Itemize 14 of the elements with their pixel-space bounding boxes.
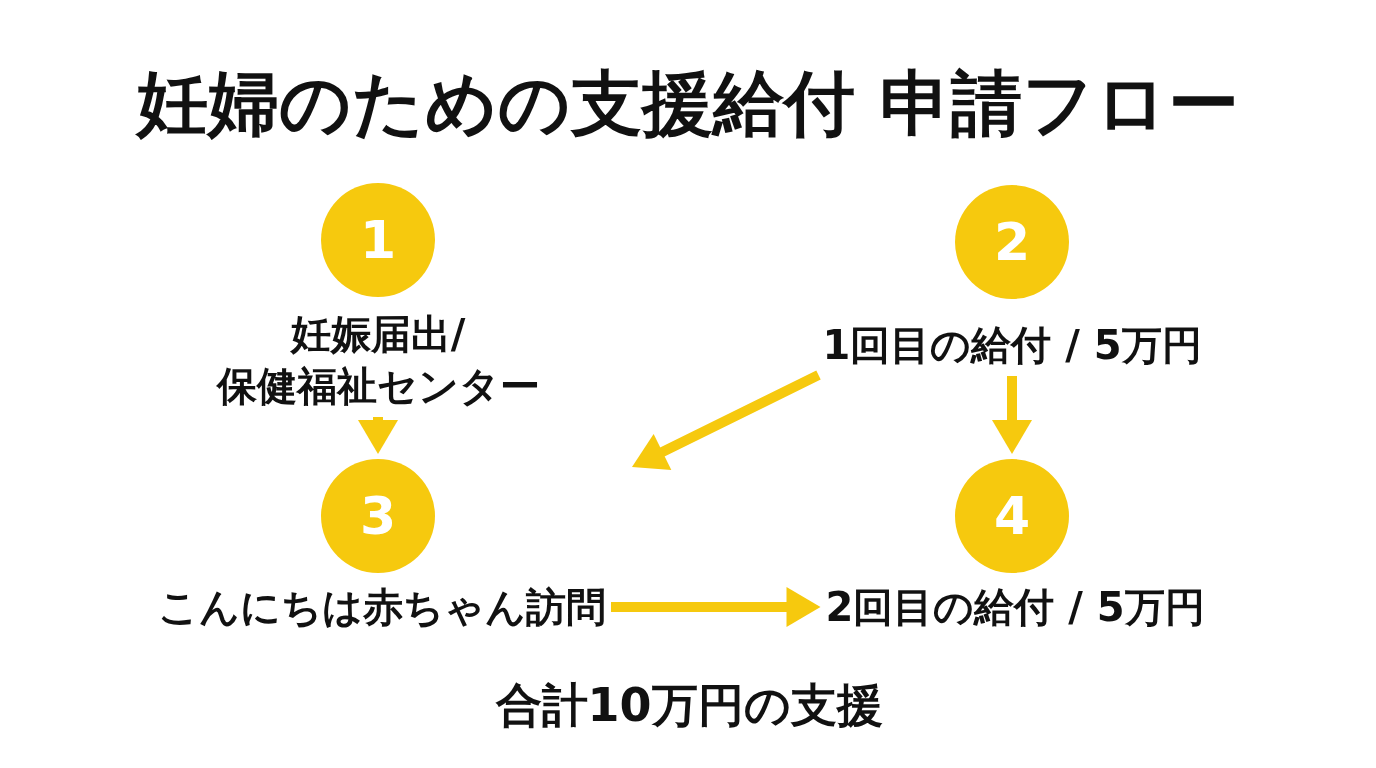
arrow — [611, 587, 821, 627]
step-label: 妊娠届出/保健福祉センター — [216, 308, 540, 412]
total-note: 合計10万円の支援 — [495, 677, 883, 733]
arrow — [992, 376, 1032, 454]
step-number-circle: 1 — [321, 183, 435, 297]
arrow — [358, 417, 398, 454]
arrow — [629, 370, 821, 472]
step-number-circle: 3 — [321, 459, 435, 573]
step-label: 1回目の給付 / 5万円 — [822, 319, 1202, 371]
step-number-circle: 2 — [955, 185, 1069, 299]
step-number-circle: 4 — [955, 459, 1069, 573]
step-label: こんにちは赤ちゃん訪問 — [158, 581, 606, 633]
title: 妊婦のための支援給付 申請フロー — [137, 60, 1239, 146]
step-label: 2回目の給付 / 5万円 — [825, 581, 1205, 633]
